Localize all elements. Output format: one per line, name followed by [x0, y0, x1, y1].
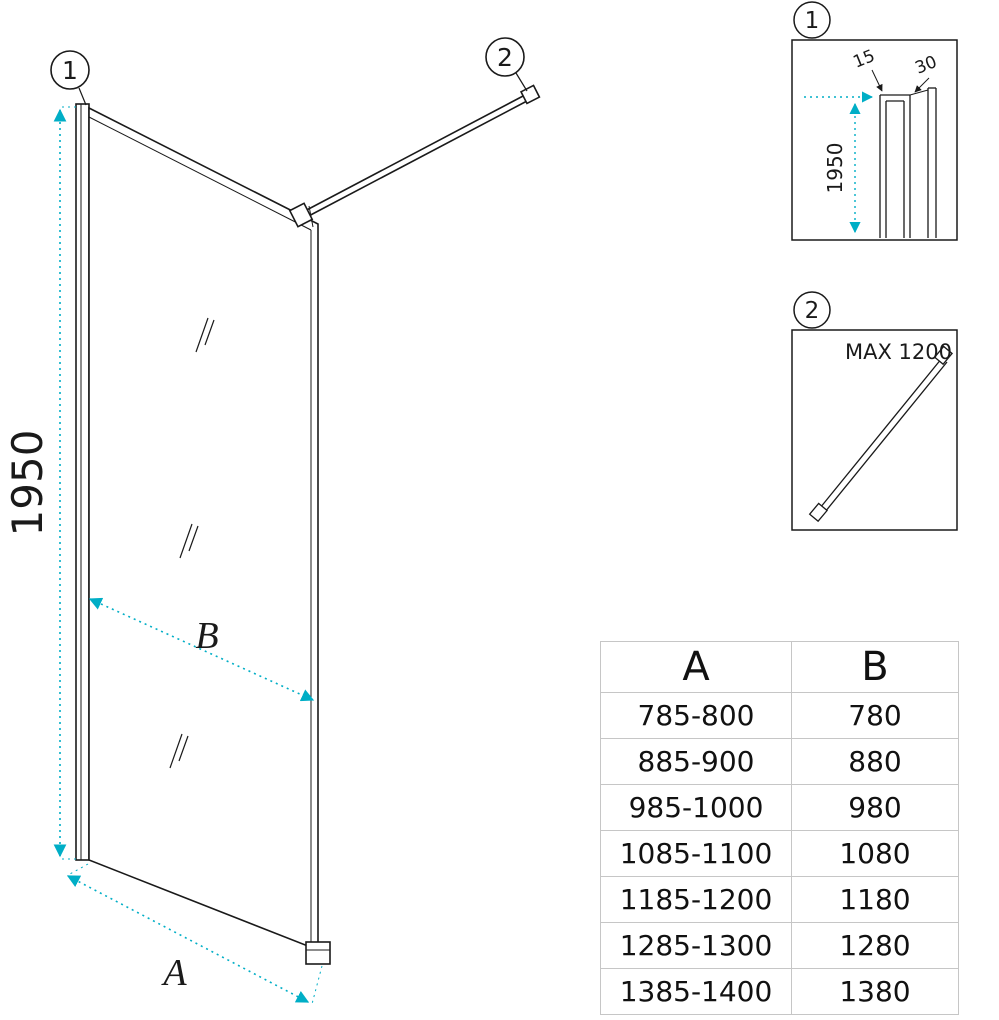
main-dimensions [53, 106, 323, 1005]
detail-2-callout-number: 2 [805, 298, 820, 324]
glass-panel [88, 106, 319, 952]
detail-2-callout [793, 291, 831, 329]
cell-b: 1280 [791, 922, 959, 969]
cell-b: 1180 [791, 876, 959, 923]
detail-2 [791, 291, 958, 531]
cell-b: 1380 [791, 968, 959, 1015]
support-bar [288, 84, 541, 228]
dim-a-label: A [160, 952, 187, 994]
detail-1-callout [793, 1, 831, 39]
cell-a: 785-800 [600, 692, 792, 739]
detail-1-callout-number: 1 [805, 8, 820, 34]
detail-2-box [791, 329, 958, 531]
size-table-container: A B 785-800 780 885-900 880 985-1000 980 [600, 641, 959, 1015]
callout-1 [50, 50, 90, 106]
detail-1-box [791, 39, 958, 241]
dim-b-label: B [195, 615, 218, 657]
dim-1950-label: 1950 [3, 430, 52, 537]
table-row: 985-1000 980 [600, 784, 959, 831]
size-table-header-row: A B [600, 641, 959, 693]
callout-1-number: 1 [62, 56, 78, 85]
detail-1-dim-1950: 1950 [823, 143, 847, 194]
callout-2-number: 2 [497, 43, 513, 72]
detail-2-bar [808, 345, 954, 523]
col-a-header: A [600, 641, 792, 693]
cell-a: 885-900 [600, 738, 792, 785]
floor-foot [305, 941, 331, 965]
wall-profile [75, 103, 90, 861]
table-row: 1085-1100 1080 [600, 830, 959, 877]
callout-2 [485, 37, 528, 92]
table-row: 1285-1300 1280 [600, 922, 959, 969]
detail-1-dim-30: 30 [912, 52, 940, 79]
detail-2-max-label: MAX 1200 [845, 340, 952, 364]
cell-a: 985-1000 [600, 784, 792, 831]
cell-b: 880 [791, 738, 959, 785]
col-b-header: B [791, 641, 959, 693]
detail-1 [791, 1, 958, 241]
cell-b: 980 [791, 784, 959, 831]
table-row: 885-900 880 [600, 738, 959, 785]
detail-1-profile [879, 87, 937, 238]
dim-line-b [88, 597, 315, 702]
main-drawing [50, 37, 541, 965]
table-row: 785-800 780 [600, 692, 959, 739]
cell-b: 780 [791, 692, 959, 739]
detail-1-dim-15: 15 [850, 46, 878, 73]
cell-a: 1385-1400 [600, 968, 792, 1015]
cell-b: 1080 [791, 830, 959, 877]
cell-a: 1185-1200 [600, 876, 792, 923]
table-row: 1185-1200 1180 [600, 876, 959, 923]
cell-a: 1285-1300 [600, 922, 792, 969]
table-row: 1385-1400 1380 [600, 968, 959, 1015]
size-table: A B 785-800 780 885-900 880 985-1000 980 [600, 641, 959, 1015]
cell-a: 1085-1100 [600, 830, 792, 877]
glass-reflection-marks [169, 317, 215, 769]
